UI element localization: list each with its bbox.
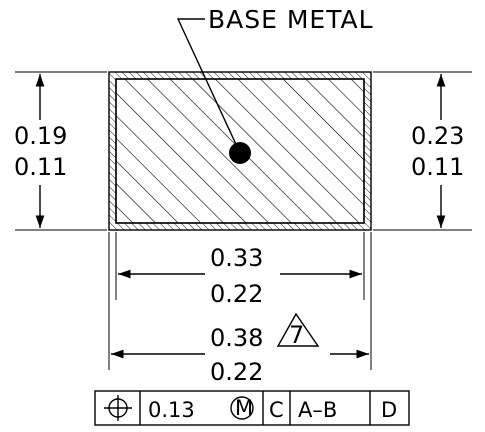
outer-width-lower: 0.22 [210, 358, 263, 386]
inner-width-lower: 0.22 [210, 280, 263, 308]
feature-control-frame: 0.13 M C A–B D [94, 390, 410, 426]
left-dim-lower: 0.11 [14, 153, 67, 181]
right-dim-lower: 0.11 [411, 153, 464, 181]
left-dim-upper: 0.19 [14, 122, 67, 150]
fcf-datum-primary: C [269, 398, 284, 422]
inner-width-upper: 0.33 [210, 244, 263, 272]
fcf-datum-tertiary: D [381, 398, 397, 422]
position-icon [104, 395, 132, 421]
base-metal-leader [176, 18, 241, 154]
base-metal-dot [229, 142, 251, 164]
base-metal-label: BASE METAL [208, 5, 374, 34]
note-flag-triangle [276, 312, 320, 347]
max-material-modifier-icon: M [230, 396, 254, 420]
fcf-datum-secondary: A–B [298, 398, 337, 422]
svg-text:M: M [235, 396, 253, 420]
fcf-tolerance: 0.13 [148, 398, 195, 422]
note-flag-number: 7 [289, 321, 304, 349]
outer-width-upper: 0.38 [210, 324, 263, 352]
right-dim-upper: 0.23 [411, 122, 464, 150]
